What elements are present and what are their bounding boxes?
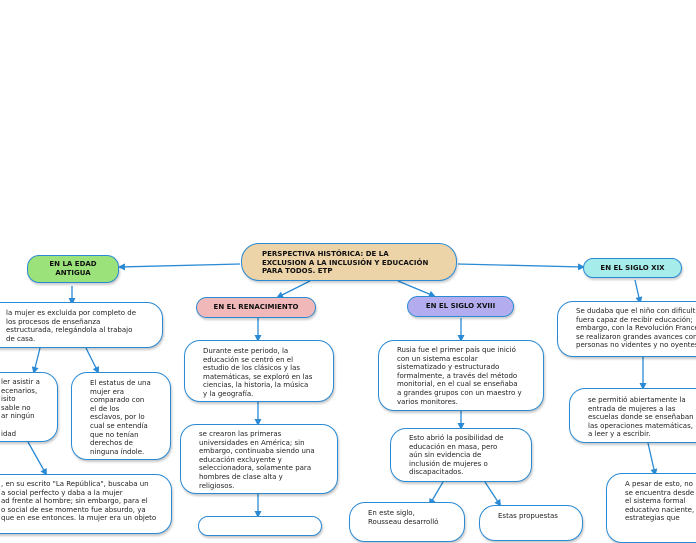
central-topic[interactable]: PERSPECTIVA HISTÓRICA: DE LA EXCLUSION A…: [241, 243, 457, 281]
xix-node-revolucion-text: Se dudaba que el niño con dificult fuera…: [576, 307, 696, 350]
xix-node-mujeres-text: se permitió abiertamente la entrada de m…: [588, 396, 694, 439]
branch-renacimiento-label: EN EL RENACIMIENTO: [213, 303, 299, 312]
branch-renacimiento[interactable]: EN EL RENACIMIENTO: [196, 297, 316, 318]
renacimiento-node-universidades-text: se crearon las primeras universidades en…: [199, 430, 315, 490]
antigua-node-estatus[interactable]: El estatus de una mujer era comparado co…: [71, 372, 171, 460]
branch-edad-antigua-label: EN LA EDAD ANTIGUA: [49, 260, 97, 277]
antigua-node-estatus-text: El estatus de una mujer era comparado co…: [90, 379, 151, 456]
xix-node-mujeres[interactable]: se permitió abiertamente la entrada de m…: [569, 388, 696, 443]
antigua-node-asistir[interactable]: ler asistir a ecenarios, isito sable no …: [0, 372, 58, 442]
xix-node-revolucion[interactable]: Se dudaba que el niño con dificult fuera…: [557, 301, 696, 357]
link-xix-n3: [647, 442, 658, 476]
renacimiento-node-periodo[interactable]: Durante este periodo, la educación se ce…: [184, 340, 334, 402]
link-antigua-n4: [27, 441, 47, 476]
branch-siglo-xix-label: EN EL SIGLO XIX: [600, 263, 665, 272]
branch-siglo-xviii[interactable]: EN EL SIGLO XVIII: [407, 296, 514, 317]
antigua-node-exclusion[interactable]: la mujer es excluida por completo de los…: [0, 302, 163, 348]
xviii-node-propuestas[interactable]: Estas propuestas: [479, 505, 583, 541]
renacimiento-node-next[interactable]: [198, 516, 322, 536]
link-xix-n1: [634, 279, 643, 304]
link-antigua-n2: [31, 347, 41, 374]
renacimiento-node-periodo-text: Durante este periodo, la educación se ce…: [203, 347, 313, 398]
branch-siglo-xix[interactable]: EN EL SIGLO XIX: [583, 258, 682, 278]
branch-edad-antigua[interactable]: EN LA EDAD ANTIGUA: [27, 255, 119, 283]
antigua-node-republica-text: , en su escrito "La República", buscaba …: [1, 480, 157, 523]
xviii-node-educacion-masa-text: Esto abrió la posibilidad de educación e…: [409, 434, 504, 477]
link-root-xix: [457, 263, 585, 271]
xviii-node-educacion-masa[interactable]: Esto abrió la posibilidad de educación e…: [390, 428, 532, 482]
xviii-node-rusia[interactable]: Rusia fue el primer país que inició con …: [378, 340, 544, 411]
antigua-node-exclusion-text: la mujer es excluida por completo de los…: [6, 309, 137, 343]
link-xviii-n4: [484, 481, 502, 507]
central-topic-title: PERSPECTIVA HISTÓRICA: DE LA EXCLUSION A…: [262, 250, 429, 276]
renacimiento-node-universidades[interactable]: se crearon las primeras universidades en…: [180, 424, 338, 494]
branch-siglo-xviii-label: EN EL SIGLO XVIII: [425, 302, 496, 311]
link-xviii-n3: [428, 481, 444, 506]
xix-node-pesar-text: A pesar de esto, no se encuentra desde e…: [625, 480, 695, 523]
link-root-antigua: [118, 263, 241, 271]
xviii-node-propuestas-text: Estas propuestas: [498, 512, 558, 520]
link-antigua-n3: [85, 347, 99, 374]
xix-node-pesar[interactable]: A pesar de esto, no se encuentra desde e…: [606, 473, 696, 543]
link-root-renacimiento: [276, 280, 311, 298]
antigua-node-asistir-text: ler asistir a ecenarios, isito sable no …: [1, 378, 40, 438]
antigua-node-republica[interactable]: , en su escrito "La República", buscaba …: [0, 474, 172, 534]
xviii-node-rusia-text: Rusia fue el primer país que inició con …: [397, 346, 522, 406]
xviii-node-rousseau-text: En este siglo, Rousseau desarrolló: [368, 509, 439, 526]
link-root-xviii: [397, 280, 436, 298]
xviii-node-rousseau[interactable]: En este siglo, Rousseau desarrolló: [349, 502, 465, 542]
